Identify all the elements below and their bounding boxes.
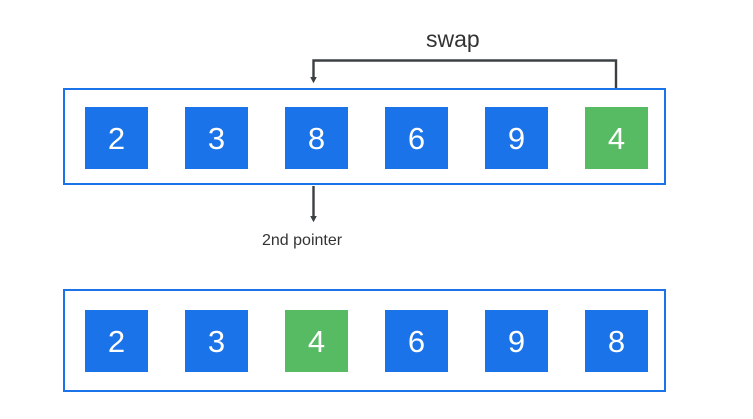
swap-bracket-arrow	[310, 59, 618, 88]
array-cell-highlighted: 4	[585, 107, 648, 169]
array-cell: 6	[385, 310, 448, 372]
array-row-after-swap: 2 3 4 6 9 8	[63, 289, 666, 392]
array-cell-highlighted: 4	[285, 310, 348, 372]
array-cell: 2	[85, 310, 148, 372]
array-cell: 8	[585, 310, 648, 372]
array-cell: 8	[285, 107, 348, 169]
array-cell: 9	[485, 310, 548, 372]
second-pointer-label: 2nd pointer	[262, 232, 343, 249]
array-cell: 2	[85, 107, 148, 169]
array-cell: 3	[185, 310, 248, 372]
array-cell: 3	[185, 107, 248, 169]
array-row-before-swap: 2 3 8 6 9 4	[63, 88, 666, 185]
swap-label: swap	[426, 26, 480, 52]
array-cell: 6	[385, 107, 448, 169]
array-cell: 9	[485, 107, 548, 169]
